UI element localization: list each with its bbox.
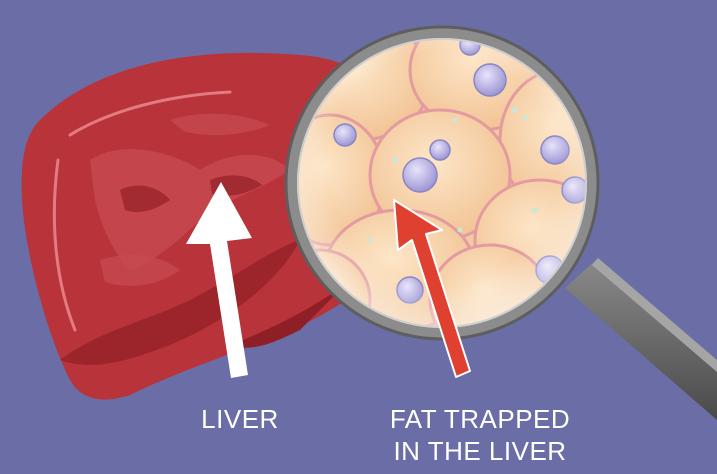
fat-label-line-2: IN THE LIVER xyxy=(355,435,605,467)
liver-label: LIVER xyxy=(170,403,310,435)
fat-label-line-1: FAT TRAPPED xyxy=(355,403,605,435)
fat-trapped-label: FAT TRAPPED IN THE LIVER xyxy=(355,403,605,467)
magnifier-handle xyxy=(565,258,717,420)
